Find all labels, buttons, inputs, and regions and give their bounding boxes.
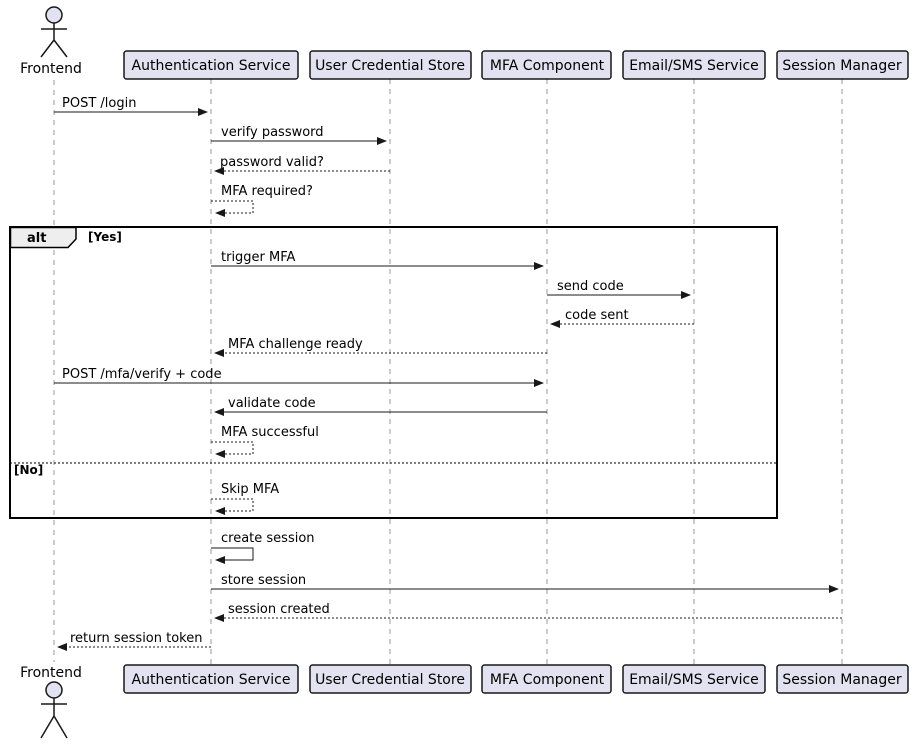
participant-session-manager-bottom: Session Manager: [776, 664, 909, 694]
participant-box: [481, 664, 612, 694]
participant-authentication-service-bottom: Authentication Service: [123, 664, 299, 694]
alt-fragment: alt [Yes] [No]: [9, 226, 778, 519]
message-password-valid: password valid?: [214, 155, 390, 175]
message-label: verify password: [221, 125, 324, 140]
actor-head-icon: [45, 6, 63, 24]
message-validate-code: validate code: [214, 396, 547, 416]
alt-operator-label: alt: [27, 231, 46, 246]
actor-label-top: Frontend: [20, 61, 82, 77]
participant-box: [309, 50, 472, 80]
participant-label: Email/SMS Service: [629, 58, 759, 74]
message-label: send code: [557, 279, 624, 294]
message-verify-password: verify password: [211, 125, 387, 145]
participant-authentication-service-top: Authentication Service: [123, 50, 299, 80]
message-session-created: session created: [214, 602, 842, 622]
message-mfa-required: MFA required?: [211, 184, 313, 217]
participant-label: Email/SMS Service: [629, 672, 759, 688]
lifelines: [53, 79, 843, 665]
message-label: MFA successful: [221, 425, 319, 440]
message-self-arrow: [211, 441, 254, 458]
message-label: return session token: [70, 631, 203, 646]
message-self-arrow: [211, 498, 254, 515]
message-send-code: send code: [547, 279, 691, 299]
participant-email-sms-service-bottom: Email/SMS Service: [622, 664, 766, 694]
message-create-session: create session: [211, 531, 315, 564]
participant-mfa-component-top: MFA Component: [481, 50, 612, 80]
message-return-session-token: return session token: [57, 631, 211, 651]
message-store-session: store session: [211, 573, 839, 593]
message-code-sent: code sent: [550, 308, 694, 328]
participant-user-credential-store-bottom: User Credential Store: [309, 664, 472, 694]
message-self-arrow: [211, 547, 254, 564]
alt-operator-pentagon: [9, 226, 77, 249]
participants-bottom: Authentication Service User Credential S…: [123, 664, 909, 694]
participant-user-credential-store-top: User Credential Store: [309, 50, 472, 80]
participant-box: [309, 664, 472, 694]
message-skip-mfa: Skip MFA: [211, 482, 279, 515]
message-mfa-successful: MFA successful: [211, 425, 319, 458]
participant-box: [481, 50, 612, 80]
message-self-arrow: [211, 200, 254, 217]
message-label: code sent: [565, 308, 629, 323]
participant-label: MFA Component: [490, 672, 605, 688]
participant-email-sms-service-top: Email/SMS Service: [622, 50, 766, 80]
message-label: create session: [221, 531, 315, 546]
message-label: trigger MFA: [221, 250, 296, 265]
message-label: store session: [221, 573, 306, 588]
message-label: MFA challenge ready: [228, 337, 363, 352]
participants-top: Authentication Service User Credential S…: [123, 50, 909, 80]
actor-label-bottom: Frontend: [20, 665, 82, 681]
alt-guard-yes: [Yes]: [88, 230, 122, 244]
message-label: validate code: [228, 396, 316, 411]
participant-box: [123, 50, 299, 80]
participant-label: MFA Component: [490, 58, 605, 74]
message-post-login: POST /login: [54, 96, 208, 116]
message-label: POST /mfa/verify + code: [62, 367, 222, 382]
alt-fragment-frame: [9, 226, 778, 519]
actor-head-icon: [45, 681, 63, 699]
participant-mfa-component-bottom: MFA Component: [481, 664, 612, 694]
participant-box: [622, 50, 766, 80]
message-label: password valid?: [220, 155, 324, 170]
participant-box: [776, 664, 909, 694]
message-label: POST /login: [62, 96, 136, 111]
participant-session-manager-top: Session Manager: [776, 50, 909, 80]
message-mfa-challenge-ready: MFA challenge ready: [214, 337, 547, 357]
participant-label: Authentication Service: [132, 672, 291, 688]
participant-label: User Credential Store: [315, 58, 465, 74]
participant-label: Session Manager: [782, 58, 901, 74]
message-trigger-mfa: trigger MFA: [211, 250, 544, 270]
participant-box: [776, 50, 909, 80]
actor-frontend-bottom: Frontend: [20, 665, 82, 739]
actor-body-icon: [40, 23, 68, 58]
participant-label: Authentication Service: [132, 58, 291, 74]
message-label: session created: [228, 602, 330, 617]
actor-body-icon: [40, 698, 68, 739]
participant-label: Session Manager: [782, 672, 901, 688]
participant-box: [123, 664, 299, 694]
participant-label: User Credential Store: [315, 672, 465, 688]
message-label: Skip MFA: [221, 482, 279, 497]
message-label: MFA required?: [221, 184, 313, 199]
alt-guard-no: [No]: [14, 463, 43, 477]
participant-box: [622, 664, 766, 694]
actor-frontend-top: Frontend: [20, 6, 82, 77]
message-post-mfa-verify: POST /mfa/verify + code: [54, 367, 544, 387]
messages: POST /login verify password password val…: [54, 96, 842, 651]
